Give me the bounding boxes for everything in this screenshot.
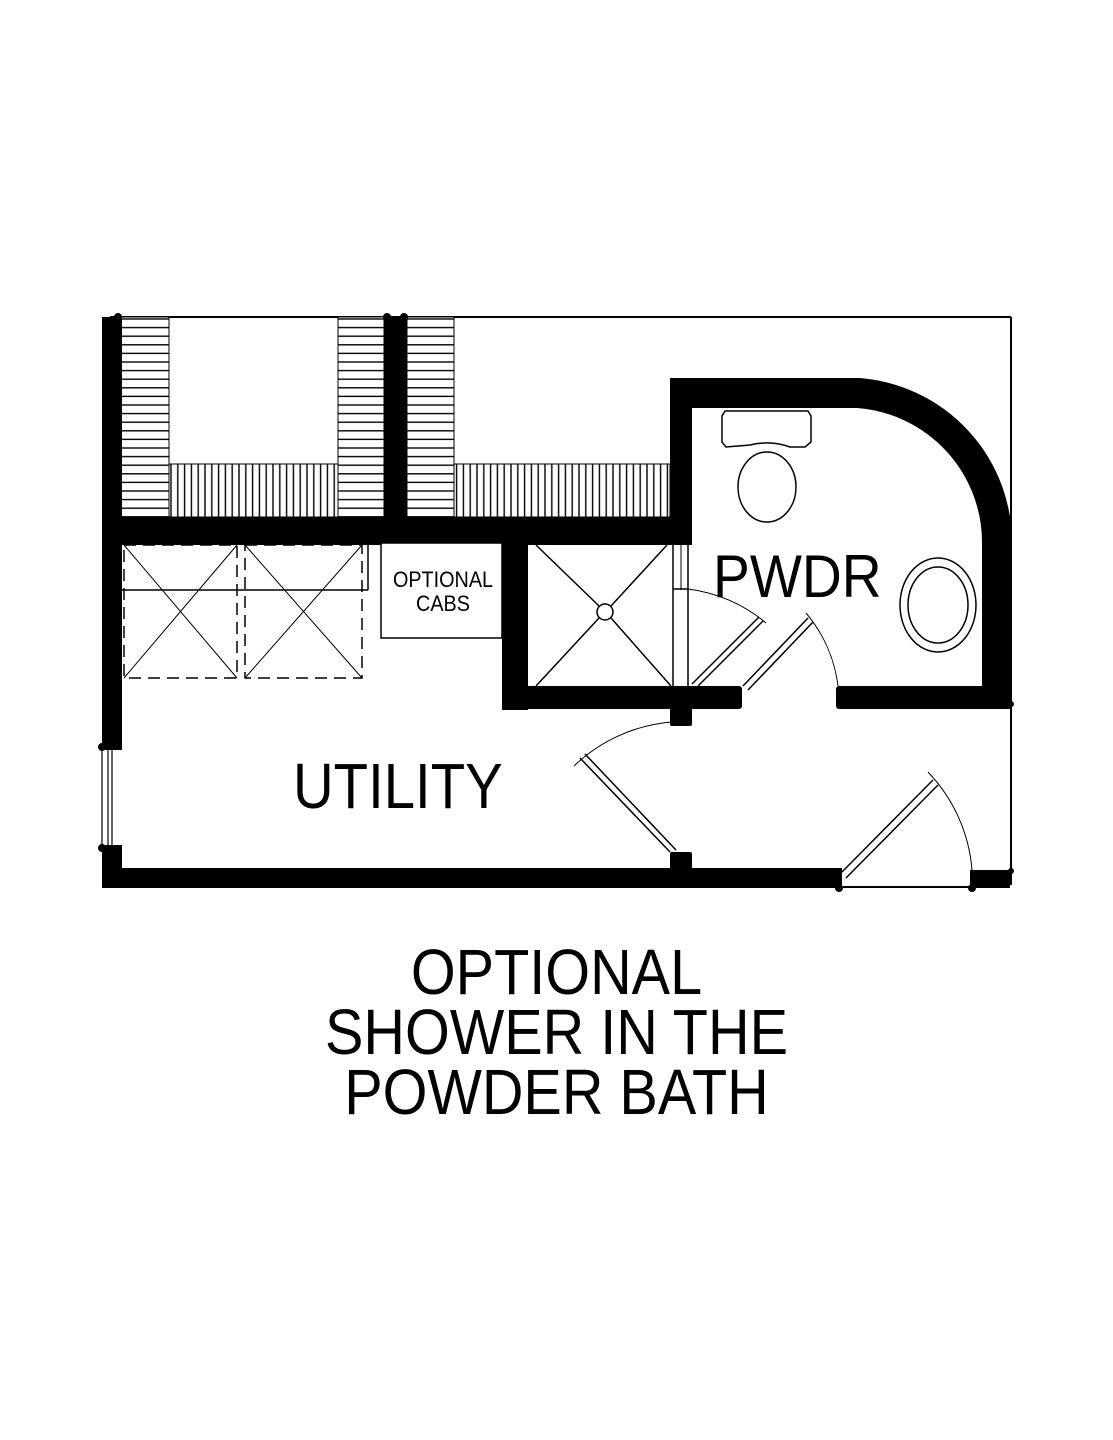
caption-line-3: POWDER BATH <box>344 1056 769 1128</box>
left-window <box>101 750 113 845</box>
stair-left <box>120 316 385 518</box>
stair-right <box>406 316 671 518</box>
wall-end-dots <box>98 313 1014 892</box>
optional-cabs-line1: OPTIONAL <box>392 567 494 592</box>
utility-doors <box>573 721 973 879</box>
walls <box>102 317 1012 888</box>
optional-cabs-label: OPTIONAL CABS <box>388 568 498 616</box>
optional-cabs-line2: CABS <box>416 591 470 616</box>
outer-boundary <box>110 316 1012 888</box>
shower-drain-icon <box>596 603 614 621</box>
caption-line-1: OPTIONAL <box>410 936 703 1008</box>
shower <box>535 544 674 687</box>
plan-caption: OPTIONAL SHOWER IN THE POWDER BATH <box>0 936 1113 1128</box>
pwdr-doors <box>687 588 839 691</box>
room-label-utility: UTILITY <box>293 750 503 822</box>
washer-dryer <box>122 544 369 679</box>
shower-glass <box>673 545 689 686</box>
sink-icon <box>899 557 977 653</box>
toilet-tank-icon <box>721 410 812 448</box>
room-label-pwdr: PWDR <box>713 543 882 610</box>
toilet-bowl-icon <box>737 451 797 523</box>
optional-cabinets-box <box>380 542 503 639</box>
caption-line-2: SHOWER IN THE <box>325 996 788 1068</box>
curved-wall <box>856 378 1013 546</box>
